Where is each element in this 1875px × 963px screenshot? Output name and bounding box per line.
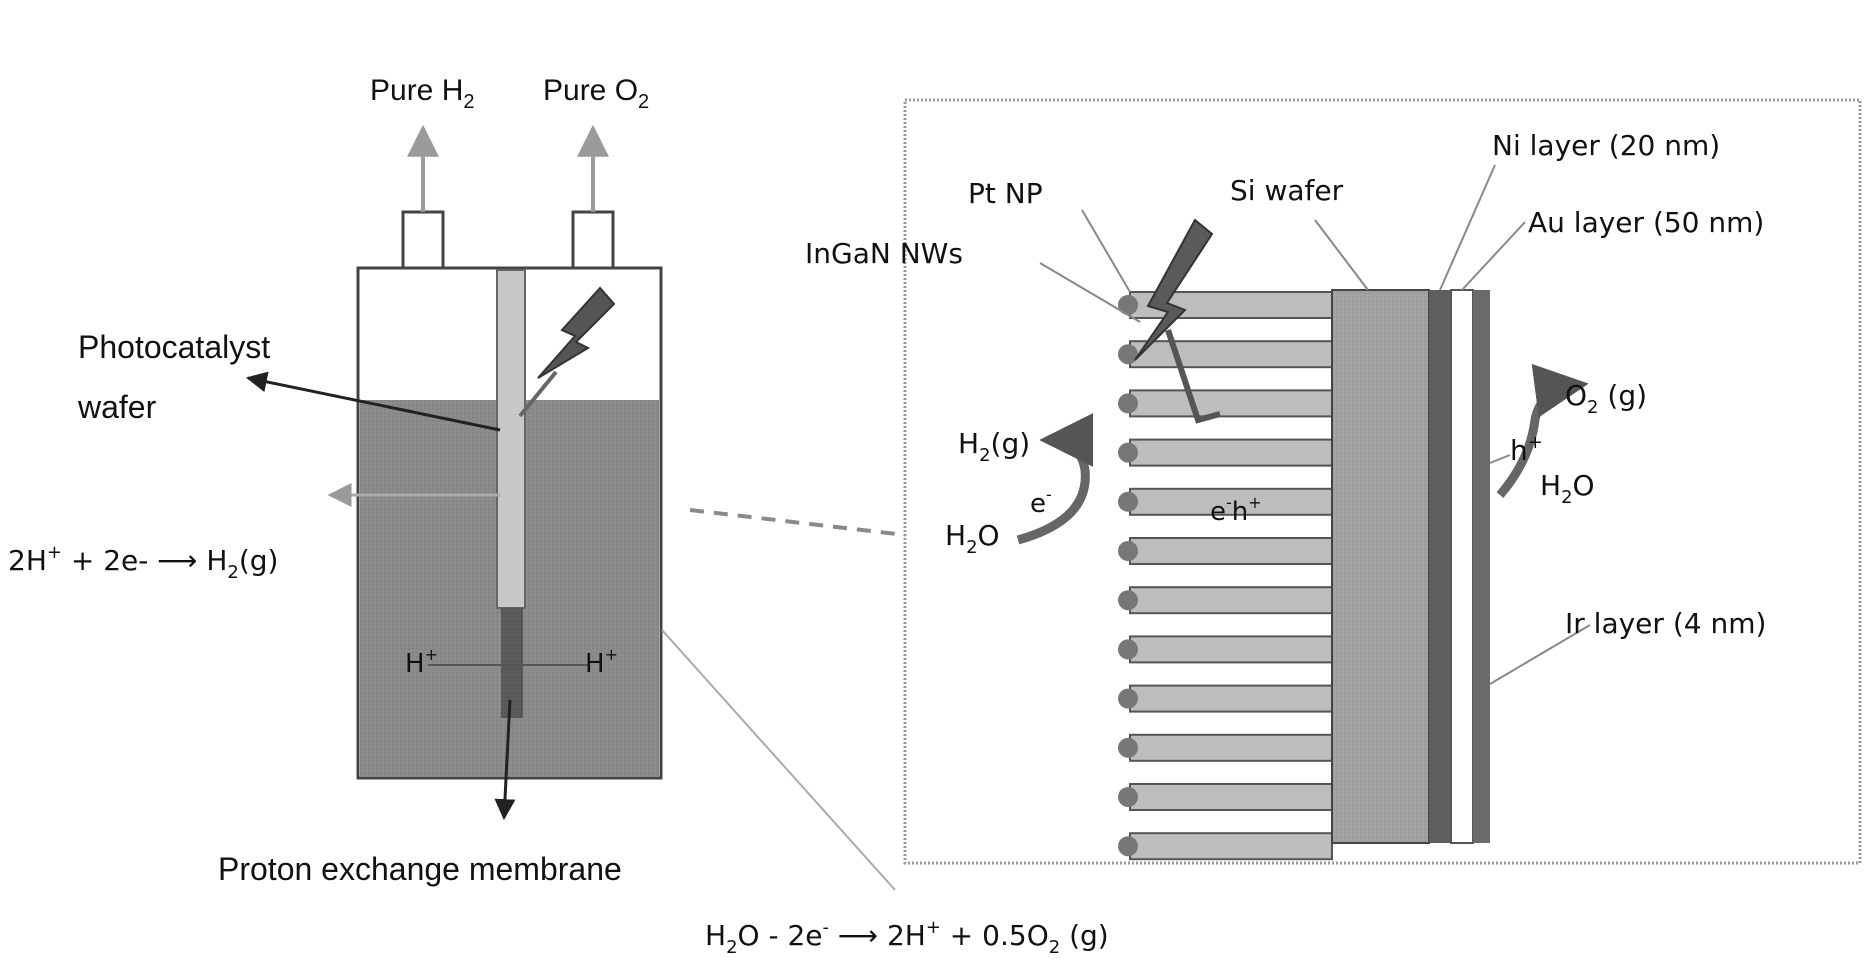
nanowire: [1130, 341, 1332, 367]
ingan-nws-label: InGaN NWs: [805, 237, 963, 270]
magnification-connector: [690, 510, 905, 535]
nanowire: [1130, 440, 1332, 466]
photocatalyst-label-line2: wafer: [77, 389, 157, 425]
ni-layer-label: Ni layer (20 nm): [1492, 129, 1720, 162]
ir-layer-label: Ir layer (4 nm): [1565, 607, 1766, 640]
pt-nanoparticle: [1118, 590, 1138, 610]
ni-layer: [1429, 290, 1451, 843]
si-wafer-label: Si wafer: [1230, 174, 1344, 207]
au-layer: [1451, 290, 1473, 843]
anode-reaction: H2O - 2e- ⟶ 2H+ + 0.5O2 (g): [705, 917, 1109, 958]
nanowire: [1130, 636, 1332, 662]
pure-o2-label: Pure O2: [543, 74, 649, 113]
pt-nanoparticle: [1118, 295, 1138, 315]
pt-nanoparticle: [1118, 787, 1138, 807]
au-layer-label: Au layer (50 nm): [1528, 206, 1764, 239]
nanowire: [1130, 390, 1332, 416]
pt-nanoparticle: [1118, 541, 1138, 561]
pt-nanoparticle: [1118, 639, 1138, 659]
photocatalyst-wafer: [497, 270, 525, 608]
pt-nanoparticle: [1118, 393, 1138, 413]
pt-nanoparticle: [1118, 738, 1138, 758]
nanowire: [1130, 735, 1332, 761]
photocatalyst-label-line1: Photocatalyst: [78, 329, 270, 365]
ir-layer: [1473, 290, 1490, 843]
nanowire: [1130, 587, 1332, 613]
nanowire: [1130, 784, 1332, 810]
pt-nanoparticle: [1118, 689, 1138, 709]
pt-nanoparticle: [1118, 836, 1138, 856]
pt-nanoparticle: [1118, 492, 1138, 512]
pure-h2-label: Pure H2: [370, 74, 475, 113]
nanowire: [1130, 833, 1332, 859]
pt-nanoparticle: [1118, 443, 1138, 463]
o2-outlet-tube: [573, 212, 613, 269]
nanowire: [1130, 538, 1332, 564]
pt-np-label: Pt NP: [968, 177, 1043, 210]
pt-nanoparticle: [1118, 344, 1138, 364]
h2-outlet-tube: [403, 212, 443, 269]
nanowire: [1130, 686, 1332, 712]
anode-reaction-pointer: [662, 630, 895, 890]
cell: [248, 128, 895, 890]
membrane-label: Proton exchange membrane: [218, 851, 622, 887]
cathode-reaction: 2H+ + 2e- ⟶ H2(g): [8, 542, 278, 583]
